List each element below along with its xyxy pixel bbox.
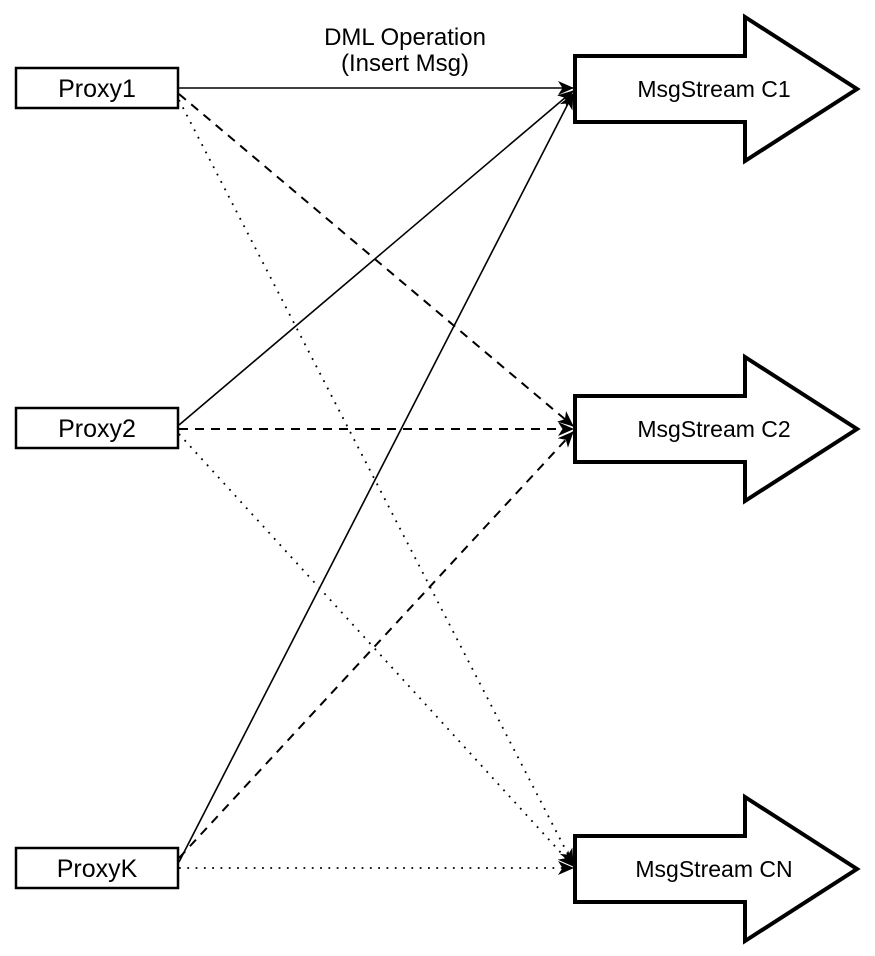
edge-proxy1-to-c2 — [178, 93, 574, 427]
proxy2-box — [14, 406, 180, 450]
proxy2-label: Proxy2 — [58, 415, 136, 443]
edge-layer — [178, 81, 574, 875]
proxyk-box — [14, 846, 180, 890]
msgstream-cn-arrow — [573, 793, 861, 945]
edge-proxy2-to-cn — [178, 433, 574, 867]
msgstream-c2-label: MsgStream C2 — [637, 416, 790, 442]
msgstream-c1-arrow — [573, 13, 861, 165]
msgstream-c1-label: MsgStream C1 — [637, 76, 790, 102]
msgstream-cn-label: MsgStream CN — [635, 856, 792, 882]
node-proxyk: ProxyK — [14, 846, 180, 890]
node-msgstream-c2: MsgStream C2 — [573, 353, 861, 505]
edge-proxyk-to-c2 — [178, 431, 574, 859]
edge-proxy1-to-cn — [178, 99, 574, 865]
edge-proxyk-to-c1 — [178, 93, 574, 863]
node-msgstream-c1: MsgStream C1 — [573, 13, 861, 165]
node-msgstream-cn: MsgStream CN — [573, 793, 861, 945]
edge-proxy2-to-c1 — [178, 90, 574, 426]
edge-annotation: DML Operation (Insert Msg) — [324, 24, 486, 77]
msgstream-c2-arrow — [573, 353, 861, 505]
annotation-line2: (Insert Msg) — [341, 50, 469, 77]
node-proxy2: Proxy2 — [14, 406, 180, 450]
proxyk-label: ProxyK — [57, 855, 138, 883]
annotation-line1: DML Operation — [324, 24, 486, 51]
node-proxy1: Proxy1 — [14, 66, 180, 110]
proxy1-label: Proxy1 — [58, 75, 136, 103]
proxy1-box — [14, 66, 180, 110]
